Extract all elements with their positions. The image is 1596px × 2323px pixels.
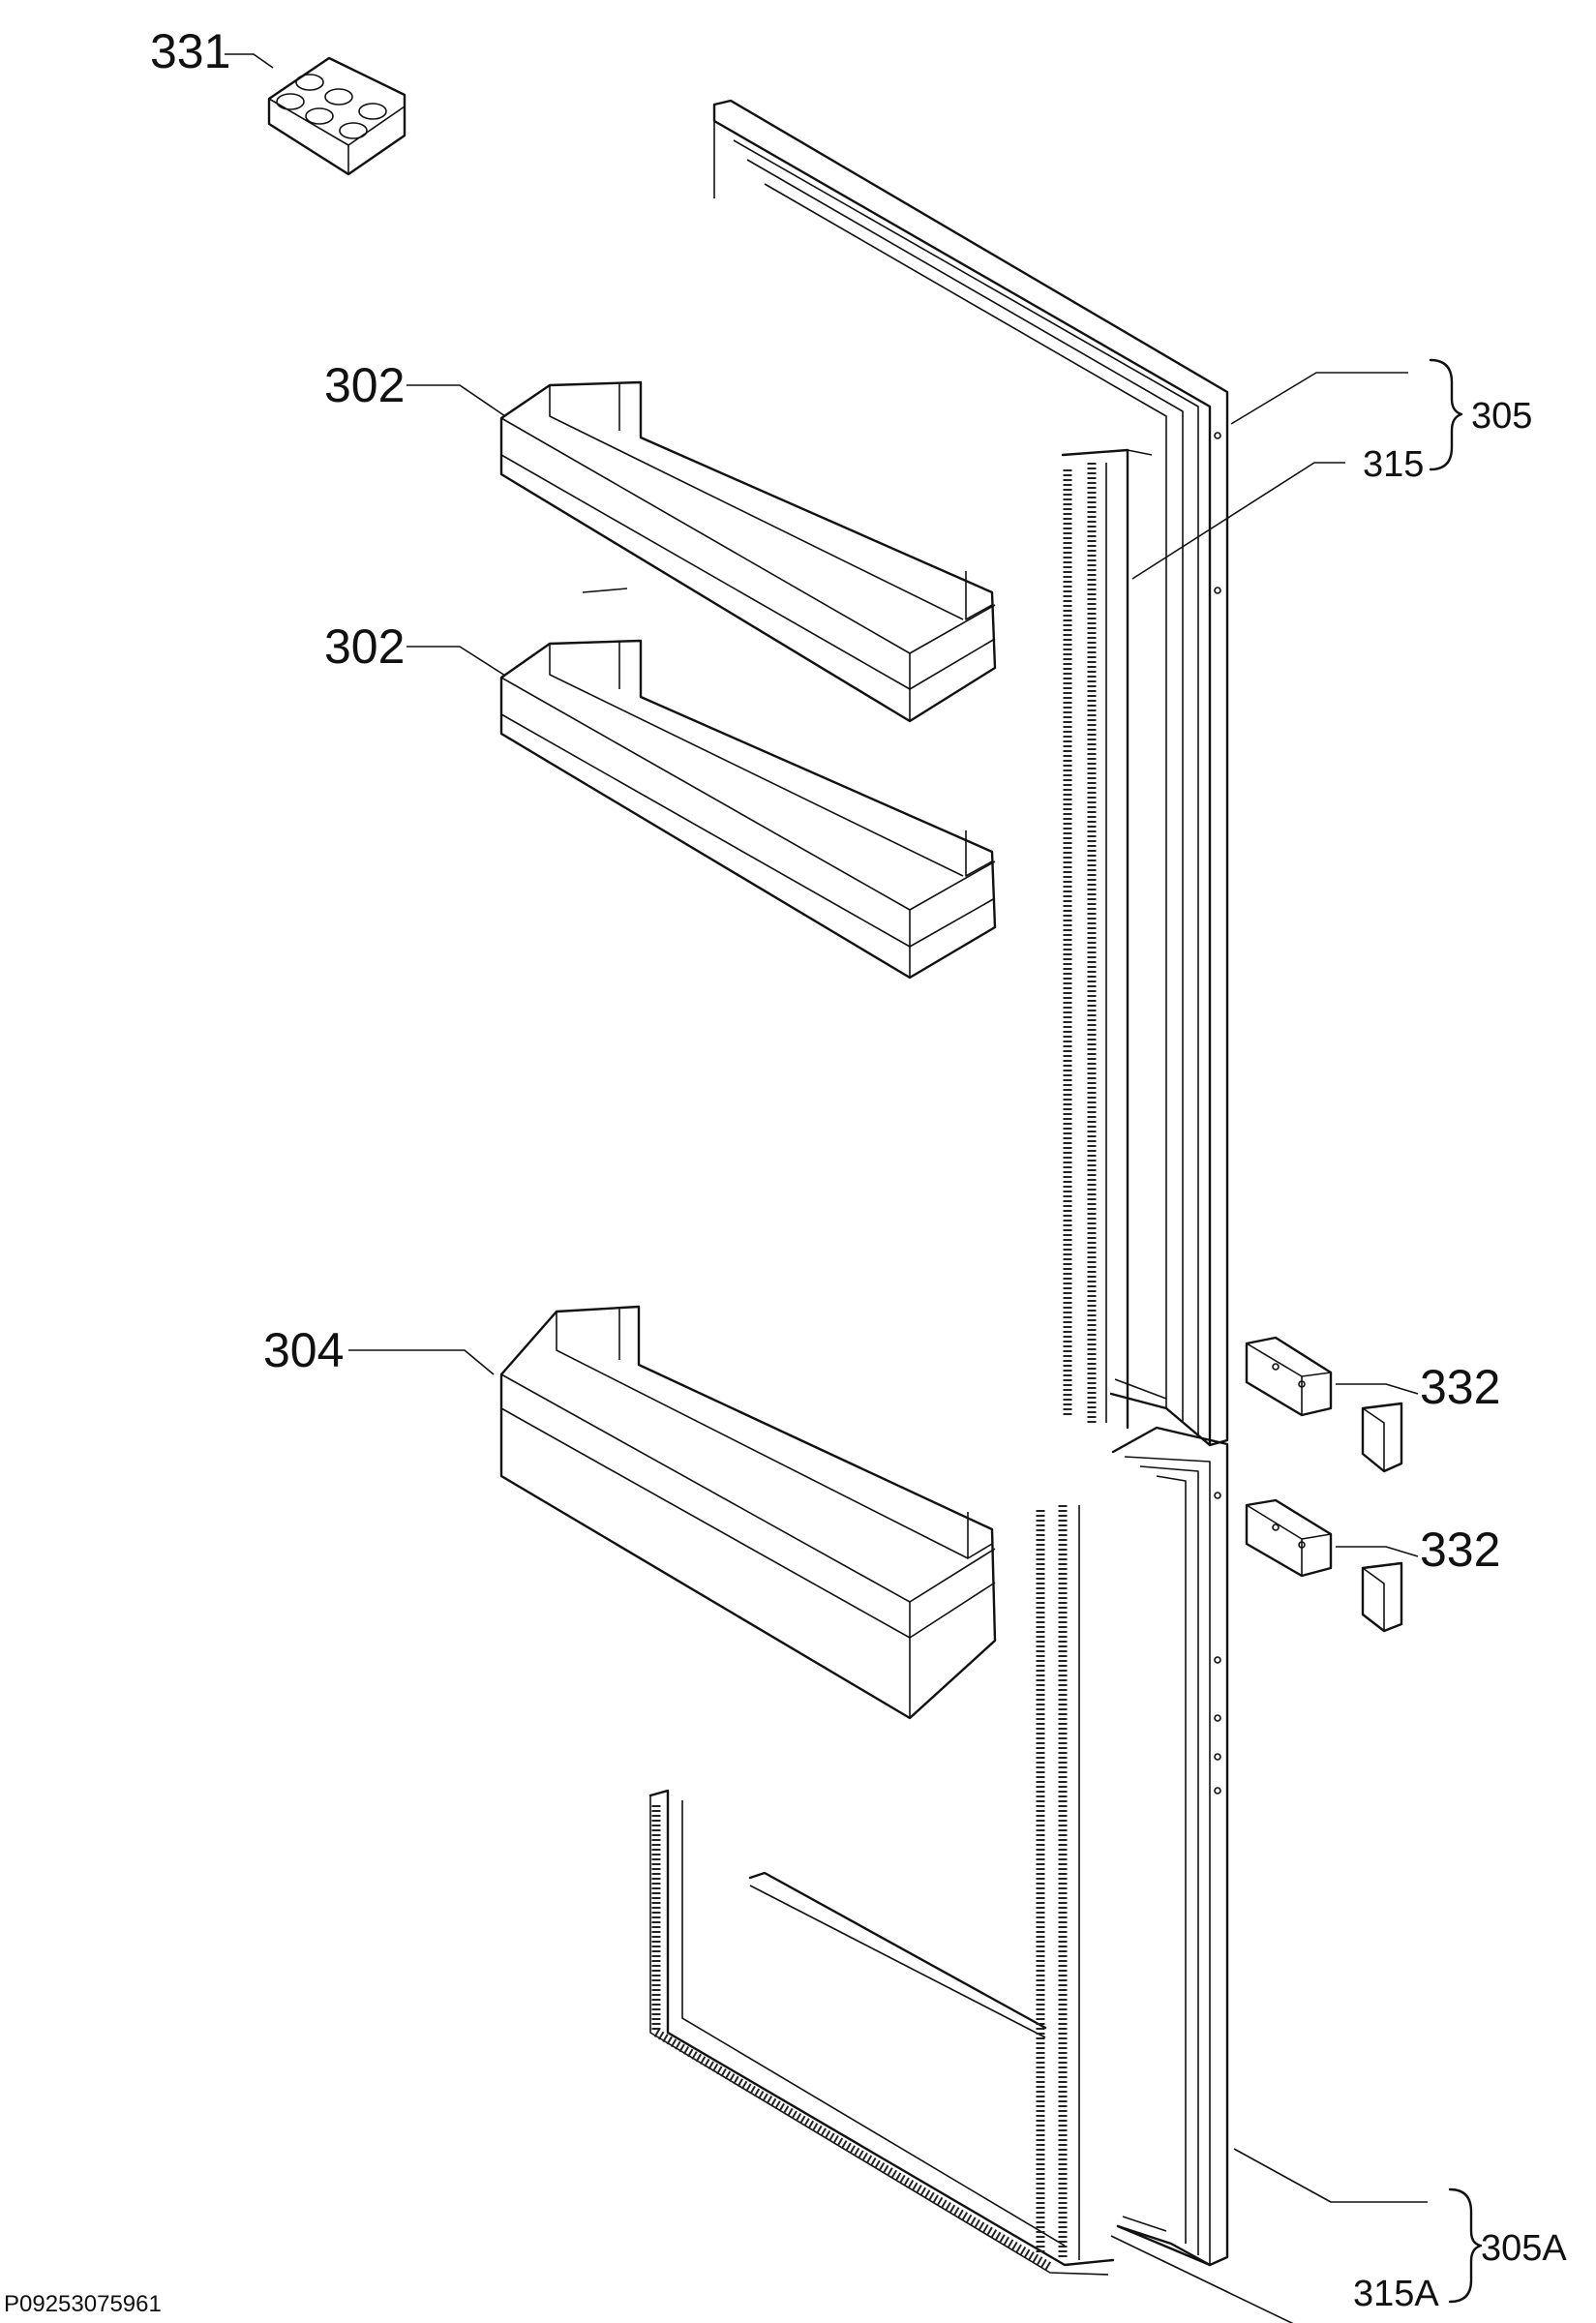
label-305A: 305A	[1481, 2228, 1567, 2269]
label-332-upper: 332	[1420, 1360, 1500, 1414]
drawing-code: P09253075961	[4, 2291, 162, 2317]
leader-304	[348, 1349, 495, 1375]
hinge-lower	[1245, 1498, 1403, 1633]
egg-tray	[267, 56, 407, 176]
label-302-middle: 302	[324, 619, 405, 674]
bottle-shelf-middle	[499, 639, 997, 980]
leader-332-lower	[1336, 1546, 1419, 1557]
label-315: 315	[1363, 444, 1424, 485]
brace-305	[1429, 358, 1463, 471]
door-bin-lower	[499, 1305, 997, 1720]
upper-door	[712, 99, 1229, 1447]
leader-305	[1230, 372, 1408, 425]
leader-332-upper	[1336, 1383, 1419, 1395]
label-315A: 315A	[1353, 2274, 1439, 2314]
leader-302-middle	[407, 646, 506, 677]
lower-gasket-left	[651, 1805, 1053, 2271]
leader-315A	[1110, 2235, 1294, 2323]
lower-door	[648, 1426, 1229, 2276]
label-331: 331	[150, 24, 230, 78]
label-305: 305	[1471, 396, 1532, 437]
leader-315	[1131, 462, 1345, 580]
leader-331	[225, 53, 274, 69]
brace-305A	[1448, 2187, 1483, 2304]
hinge-upper	[1245, 1336, 1403, 1473]
bottle-shelf-upper	[499, 380, 997, 723]
separator-dash	[582, 588, 628, 593]
leader-305A	[1233, 2148, 1428, 2203]
label-304: 304	[263, 1323, 344, 1377]
leader-302-upper	[407, 384, 506, 417]
label-302-upper: 302	[324, 358, 405, 412]
label-332-lower: 332	[1420, 1523, 1500, 1577]
